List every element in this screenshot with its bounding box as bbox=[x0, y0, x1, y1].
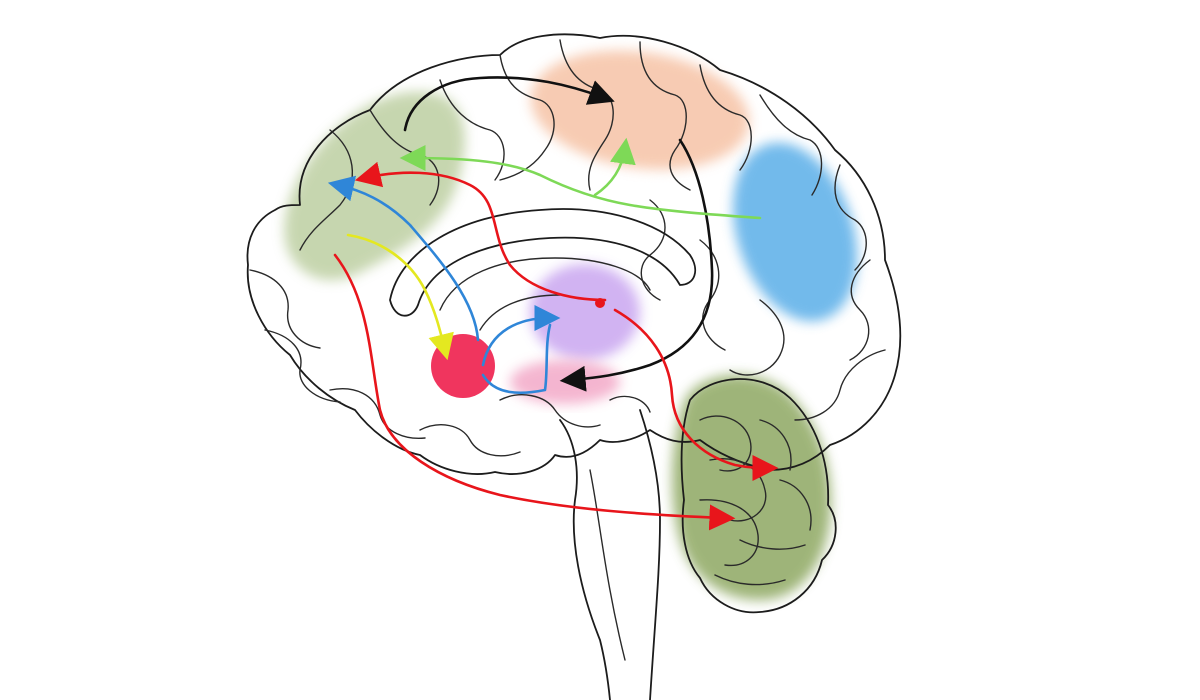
highlighted-regions bbox=[284, 50, 858, 600]
pathways bbox=[327, 76, 779, 531]
pathway-black bbox=[403, 76, 615, 132]
pathway-black-descending bbox=[559, 138, 714, 392]
pathway-red-cerebellum bbox=[613, 308, 779, 481]
pathway-blue-hypothalamus bbox=[481, 323, 552, 395]
region-amygdala bbox=[431, 334, 495, 398]
region-occipital bbox=[732, 142, 858, 322]
pathway-blue-up bbox=[327, 175, 480, 342]
pathway-red-origin bbox=[595, 298, 605, 308]
cerebellum-outline bbox=[680, 378, 837, 614]
region-cerebellum bbox=[672, 374, 831, 600]
pathway-red-upper bbox=[354, 161, 607, 302]
corpus-callosum bbox=[389, 208, 697, 317]
pathway-green-branch bbox=[593, 137, 636, 197]
region-hypothalamus bbox=[510, 360, 620, 404]
pathway-red-lower bbox=[333, 253, 736, 531]
pathway-yellow bbox=[346, 233, 454, 361]
brain-outline bbox=[246, 33, 902, 700]
brainstem bbox=[559, 409, 661, 700]
pathway-blue-thalamus bbox=[481, 305, 561, 367]
pathway-green bbox=[399, 145, 762, 220]
region-thalamus bbox=[530, 264, 640, 360]
region-motor bbox=[530, 50, 750, 170]
